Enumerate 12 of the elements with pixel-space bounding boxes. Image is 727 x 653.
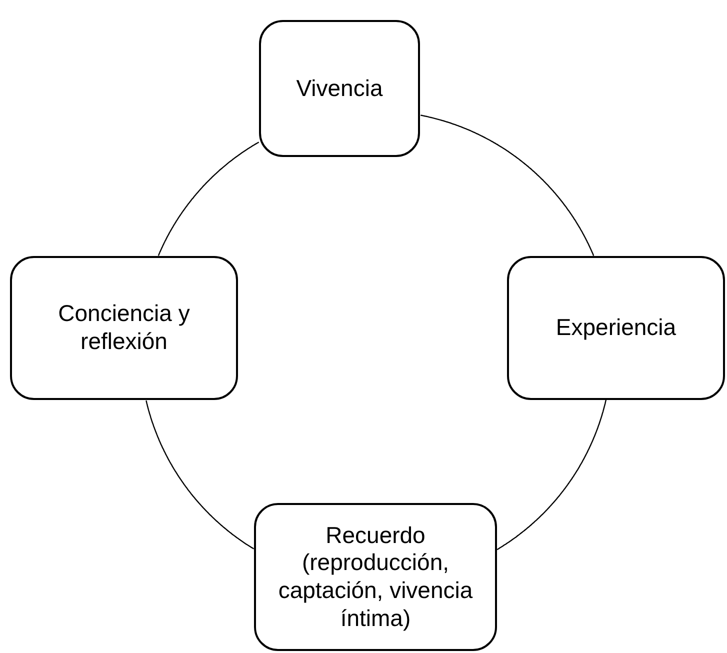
box-label: Conciencia y reflexión bbox=[57, 300, 191, 356]
rounded-box bbox=[507, 256, 725, 400]
connector-arc bbox=[158, 142, 260, 256]
rounded-box bbox=[10, 256, 238, 400]
box-label: Recuerdo (reproducción, captación, vivencia íntima) bbox=[277, 522, 474, 632]
box-label: Vivencia bbox=[296, 74, 383, 102]
rounded-box bbox=[259, 20, 420, 157]
connector-arc bbox=[420, 114, 594, 256]
box-label: Experiencia bbox=[556, 314, 676, 342]
connector-arc bbox=[496, 400, 607, 550]
connector-arc bbox=[146, 400, 254, 550]
rounded-box bbox=[254, 503, 497, 651]
